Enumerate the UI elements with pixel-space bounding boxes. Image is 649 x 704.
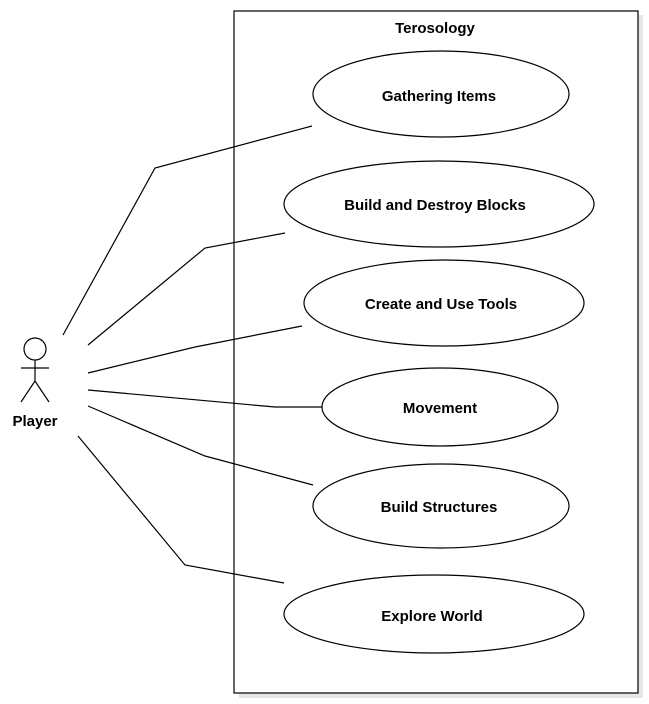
use-case-ellipse — [283, 574, 585, 654]
use-case-ellipse — [312, 463, 570, 549]
association-line — [77, 435, 285, 584]
association-line — [87, 325, 303, 374]
use-case-ellipse — [321, 367, 559, 447]
actor-head-icon — [23, 337, 47, 361]
use-case-label: Create and Use Tools — [365, 296, 517, 313]
use-case-ellipse — [283, 160, 595, 248]
association-line — [62, 125, 313, 336]
use-case-ellipse — [303, 259, 585, 347]
system-title: Terosology — [395, 20, 475, 37]
use-case-movement: Movement — [321, 367, 559, 447]
actor-name: Player — [12, 413, 57, 430]
use-case-gathering-items: Gathering Items — [312, 50, 570, 138]
use-case-build-structures: Build Structures — [312, 463, 570, 549]
actor-player: Player — [12, 337, 58, 430]
use-case-build-and-destroy-blocks: Build and Destroy Blocks — [283, 160, 595, 248]
use-case-label: Movement — [403, 400, 477, 417]
association-line — [87, 232, 286, 346]
use-case-explore-world: Explore World — [283, 574, 585, 654]
use-case-label: Explore World — [381, 608, 482, 625]
association-line — [87, 389, 322, 408]
use-case-label: Gathering Items — [382, 88, 496, 105]
use-case-create-and-use-tools: Create and Use Tools — [303, 259, 585, 347]
association-line — [87, 405, 314, 486]
use-case-ellipse — [312, 50, 570, 138]
use-case-label: Build and Destroy Blocks — [344, 197, 526, 214]
actor-left-leg-icon — [20, 380, 36, 403]
actor-right-leg-icon — [34, 380, 50, 403]
use-case-label: Build Structures — [381, 499, 498, 516]
